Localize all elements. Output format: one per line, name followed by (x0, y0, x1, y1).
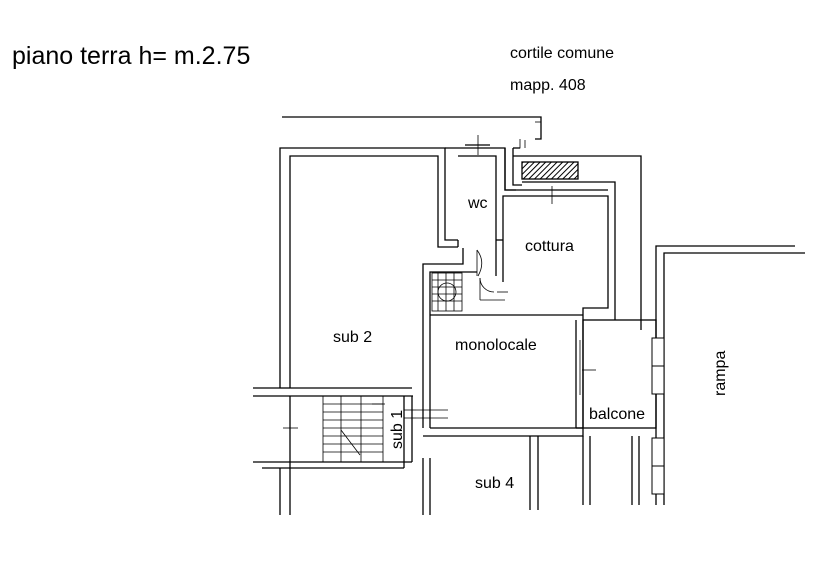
map-reference: mapp. 408 (510, 77, 586, 94)
room-label-sub1: sub 1 (389, 410, 406, 449)
chimney-hatched (521, 161, 579, 180)
kitchen-walls (495, 186, 609, 320)
room-label-sub4: sub 4 (475, 475, 514, 492)
plan-title: piano terra h= m.2.75 (12, 42, 250, 70)
courtyard-note: cortile comune (510, 45, 614, 62)
spiral-stair (431, 249, 508, 312)
sub2-walls (279, 147, 458, 389)
room-label-sub2: sub 2 (333, 329, 372, 346)
room-label-cottura: cottura (525, 238, 574, 255)
sub1-staircase (253, 387, 416, 515)
courtyard-boundary (282, 116, 542, 149)
ramp-walls (651, 245, 805, 505)
service-walls (445, 135, 642, 330)
room-label-wc: wc (467, 195, 488, 212)
room-label-balcone: balcone (589, 406, 645, 423)
sub4-walls (422, 436, 640, 515)
room-label-monolocale: monolocale (455, 337, 537, 354)
room-label-rampa: rampa (712, 351, 729, 396)
